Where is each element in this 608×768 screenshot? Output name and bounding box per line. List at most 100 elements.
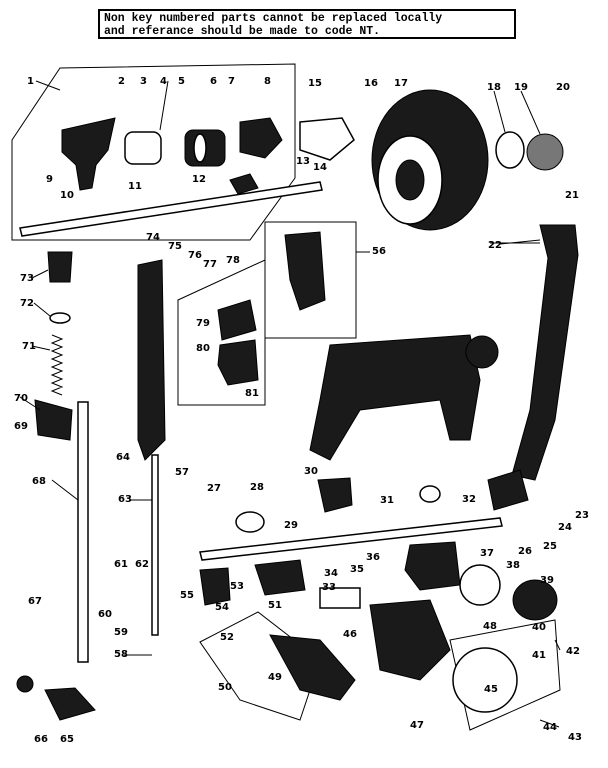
group-box-top (11, 63, 296, 241)
callout-43: 43 (568, 732, 582, 743)
callout-63: 63 (118, 494, 132, 505)
callout-44: 44 (543, 722, 557, 733)
callout-81: 81 (245, 388, 259, 399)
callout-52: 52 (220, 632, 234, 643)
callout-41: 41 (532, 650, 546, 661)
callout-67: 67 (28, 596, 42, 607)
callout-7: 7 (228, 76, 235, 87)
callout-3: 3 (140, 76, 147, 87)
callout-78: 78 (226, 255, 240, 266)
bar-63 (151, 454, 159, 636)
callout-58: 58 (114, 649, 128, 660)
part-70 (34, 399, 73, 441)
callout-33: 33 (322, 582, 336, 593)
part-49 (269, 634, 356, 701)
callout-69: 69 (14, 421, 28, 432)
callout-29: 29 (284, 520, 298, 531)
callout-17: 17 (394, 78, 408, 89)
link-24 (487, 469, 529, 511)
part-33 (254, 559, 306, 596)
group-box-78 (177, 259, 266, 406)
bobbin-38 (459, 564, 501, 606)
callout-32: 32 (462, 494, 476, 505)
callout-40: 40 (532, 622, 546, 633)
shaft-36 (199, 517, 503, 561)
callout-70: 70 (14, 393, 28, 404)
callout-1: 1 (27, 76, 34, 87)
part-73 (47, 251, 73, 283)
shuttle-46 (369, 599, 451, 681)
callout-37: 37 (480, 548, 494, 559)
plate-35 (319, 587, 361, 609)
callout-14: 14 (313, 162, 327, 173)
bushing-6-face (193, 133, 207, 163)
washer-72 (49, 312, 71, 324)
callout-11: 11 (128, 181, 142, 192)
callout-16: 16 (364, 78, 378, 89)
lever-75 (137, 259, 166, 461)
frame-knob (465, 335, 499, 369)
callout-25: 25 (543, 541, 557, 552)
callout-2: 2 (118, 76, 125, 87)
callout-57: 57 (175, 467, 189, 478)
callout-15: 15 (308, 78, 322, 89)
callout-73: 73 (20, 273, 34, 284)
callout-62: 62 (135, 559, 149, 570)
part-15 (299, 117, 355, 161)
callout-72: 72 (20, 298, 34, 309)
leader-lines (19, 80, 561, 728)
callout-42: 42 (566, 646, 580, 657)
part-3 (61, 117, 116, 191)
callout-71: 71 (22, 341, 36, 352)
arm-22 (511, 224, 579, 481)
callout-48: 48 (483, 621, 497, 632)
callout-19: 19 (514, 82, 528, 93)
callout-21: 21 (565, 190, 579, 201)
crank-12 (229, 173, 259, 195)
notice-box: Non key numbered parts cannot be replace… (98, 9, 516, 39)
callout-6: 6 (210, 76, 217, 87)
callout-4: 4 (160, 76, 167, 87)
part-8 (239, 117, 283, 159)
screw-66 (16, 675, 34, 693)
race-45 (452, 647, 518, 713)
part-54 (199, 567, 231, 606)
callout-68: 68 (32, 476, 46, 487)
callout-9: 9 (46, 174, 53, 185)
callout-79: 79 (196, 318, 210, 329)
callout-38: 38 (506, 560, 520, 571)
callout-24: 24 (558, 522, 572, 533)
callout-51: 51 (268, 600, 282, 611)
shaft-12 (19, 181, 323, 237)
callout-56: 56 (372, 246, 386, 257)
callout-26: 26 (518, 546, 532, 557)
callout-74: 74 (146, 232, 160, 243)
callout-47: 47 (410, 720, 424, 731)
presser-foot-65 (44, 687, 96, 721)
callout-76: 76 (188, 250, 202, 261)
callout-80: 80 (196, 343, 210, 354)
callout-13: 13 (296, 156, 310, 167)
part-79 (217, 299, 257, 341)
part-30 (317, 477, 353, 513)
callout-23: 23 (575, 510, 589, 521)
part-29 (235, 511, 265, 533)
callout-30: 30 (304, 466, 318, 477)
machine-frame (309, 334, 481, 461)
part-37 (404, 541, 461, 591)
callout-55: 55 (180, 590, 194, 601)
callout-34: 34 (324, 568, 338, 579)
callout-66: 66 (34, 734, 48, 745)
callout-65: 65 (60, 734, 74, 745)
callout-64: 64 (116, 452, 130, 463)
callout-35: 35 (350, 564, 364, 575)
notice-line-1: Non key numbered parts cannot be replace… (104, 12, 443, 25)
callout-18: 18 (487, 82, 501, 93)
callout-27: 27 (207, 483, 221, 494)
callout-8: 8 (264, 76, 271, 87)
needle-bar-68 (77, 401, 89, 663)
callout-77: 77 (203, 259, 217, 270)
callout-36: 36 (366, 552, 380, 563)
callout-50: 50 (218, 682, 232, 693)
